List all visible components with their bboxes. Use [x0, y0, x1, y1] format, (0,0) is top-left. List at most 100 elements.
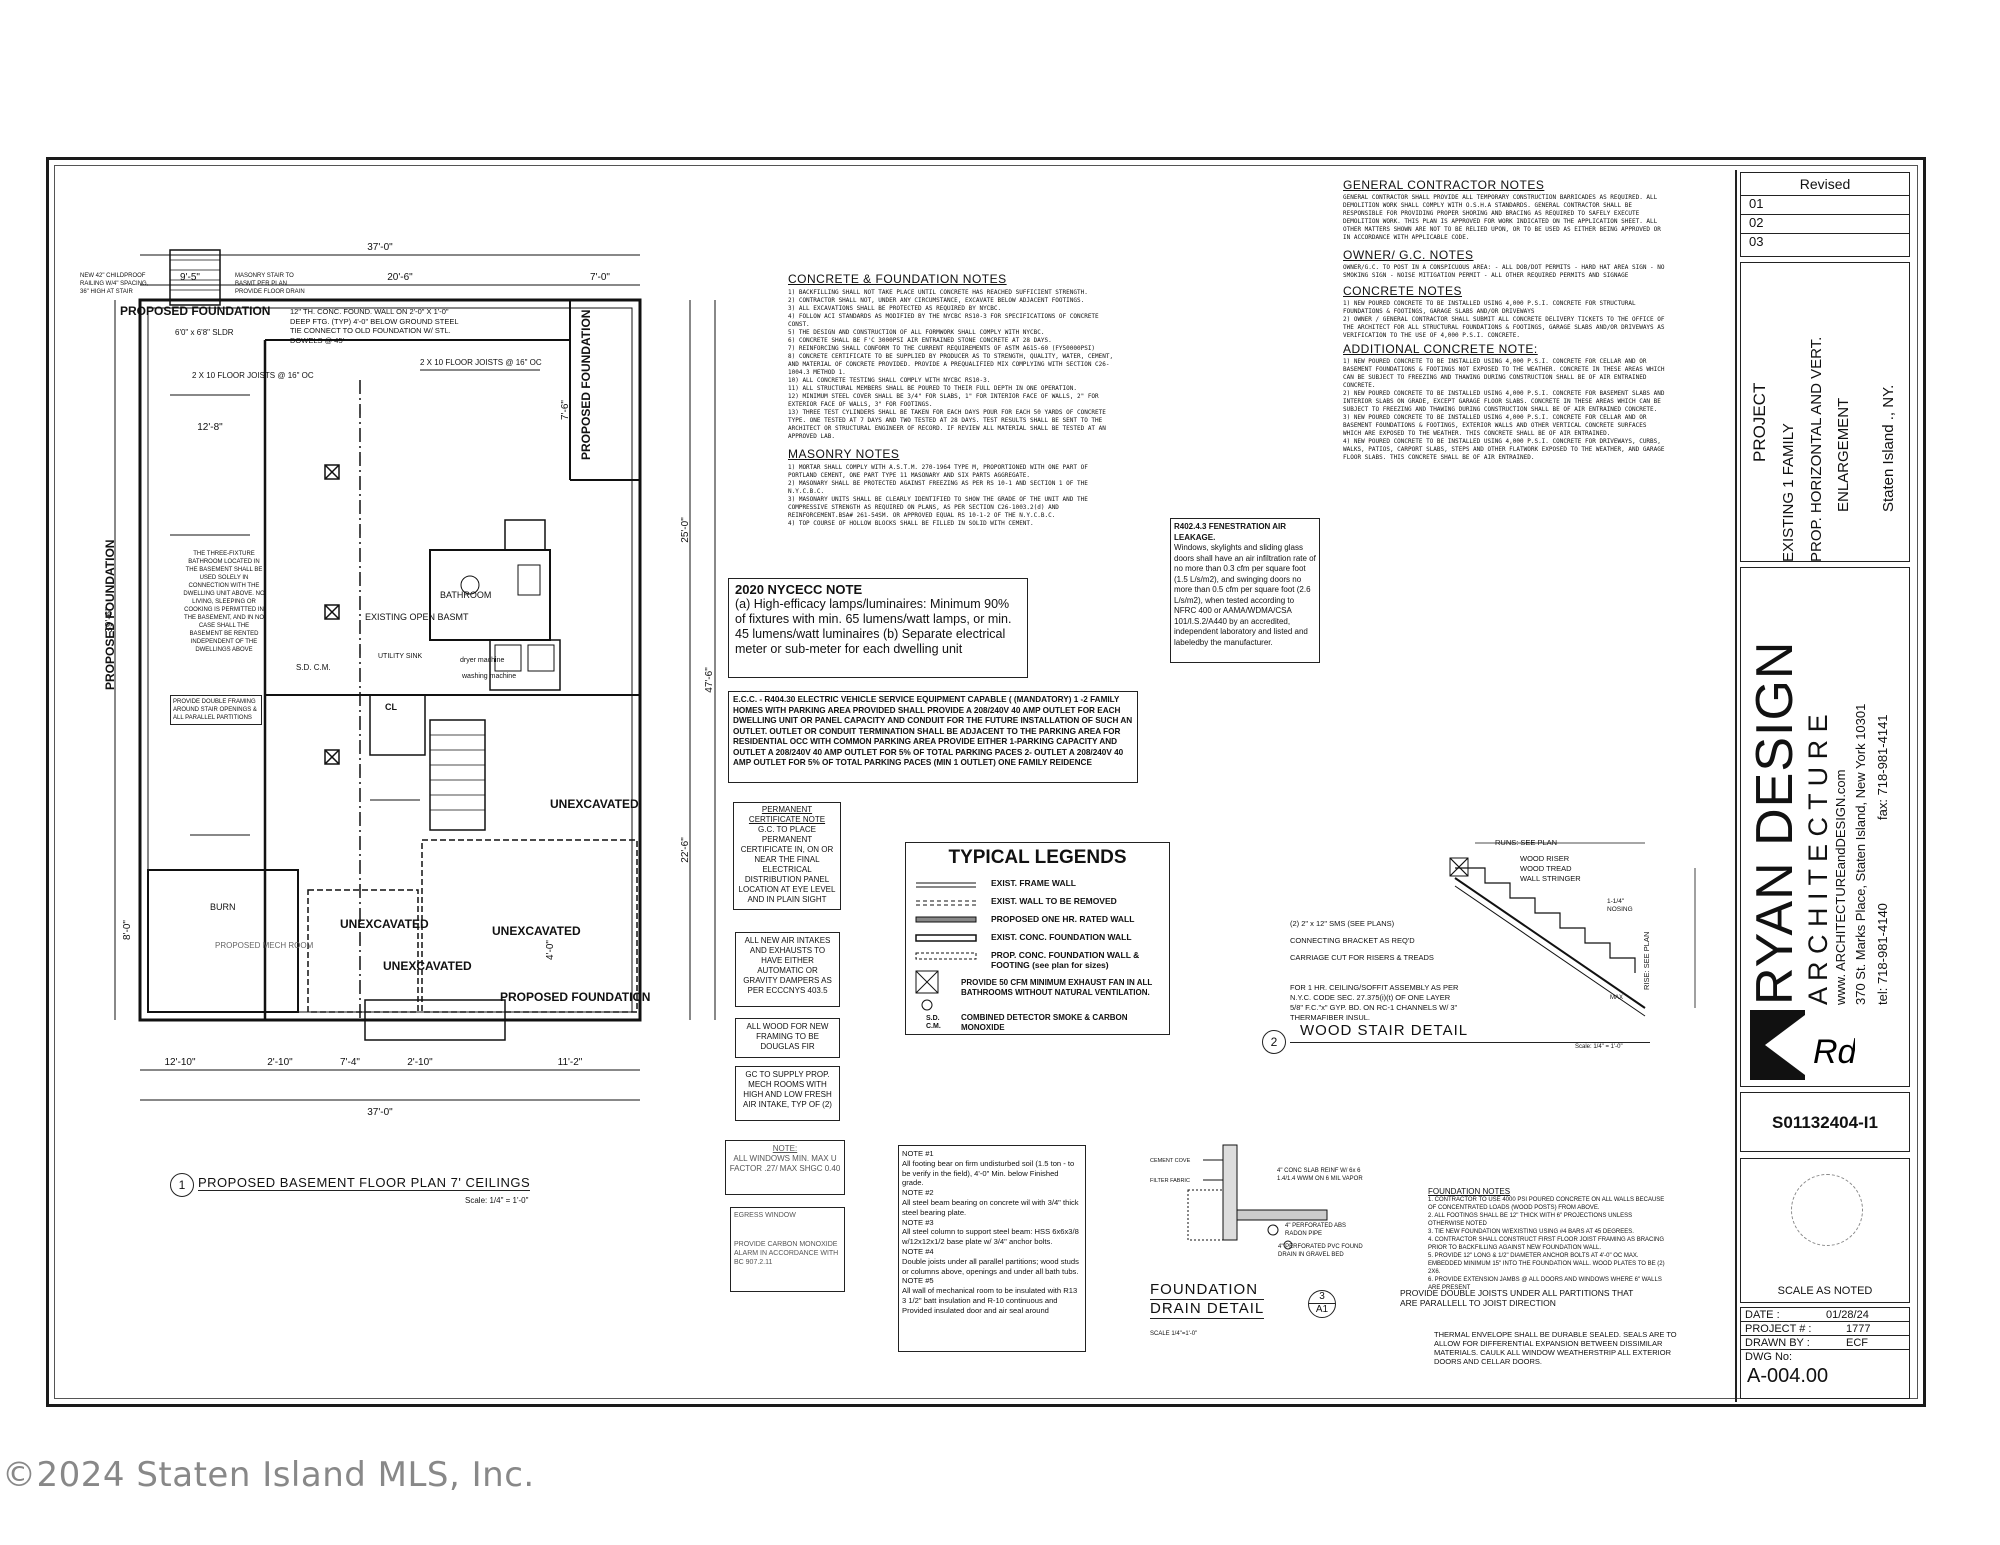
dim-bottom-1: 12'-10": [164, 1057, 195, 1068]
plan-title: PROPOSED BASEMENT FLOOR PLAN 7' CEILINGS: [198, 1175, 531, 1191]
stair-wood-tread: WOOD TREAD: [1520, 864, 1572, 873]
dim-side-25-0: 25'-0": [680, 517, 691, 543]
list-item: 2) NEW POURED CONCRETE TO BE INSTALLED U…: [1343, 390, 1665, 413]
project-no-label: PROJECT # :: [1745, 1323, 1812, 1335]
evse-note: E.C.C. - R404.30 ELECTRIC VEHICLE SERVIC…: [728, 691, 1138, 783]
stair-detail-title: WOOD STAIR DETAIL: [1300, 1022, 1469, 1039]
drawn-by-value: ECF: [1846, 1337, 1868, 1349]
scale-as-noted: SCALE AS NOTED: [1777, 1285, 1873, 1297]
stair-bracket: CONNECTING BRACKET AS REQ'D: [1290, 936, 1415, 945]
fenestration-note: R402.4.3 FENESTRATION AIR LEAKAGE. Windo…: [1170, 518, 1320, 663]
masonry-notes-list: 1) MORTAR SHALL COMPLY WITH A.S.T.M. 270…: [788, 464, 1116, 528]
stair-wood-riser: WOOD RISER: [1520, 854, 1570, 863]
label-unexcavated-3: UNEXCAVATED: [492, 924, 581, 938]
label-existing-open-basmt: EXISTING OPEN BASMT: [365, 612, 469, 622]
rev-row: 01: [1741, 196, 1909, 215]
firm-name: RYAN DESIGN: [1746, 640, 1804, 1006]
dim-top-total: 37'-0": [367, 242, 393, 253]
firm-fax: fax: 718-981-4141: [1875, 714, 1890, 820]
legend-item: PROP. CONC. FOUNDATION WALL & FOOTING (s…: [991, 950, 1140, 970]
project-line-3: ENLARGEMENT: [1835, 397, 1852, 512]
stair-stringers: (2) 2" x 12" SMS (SEE PLANS): [1290, 919, 1395, 928]
legend-item-exhaust: PROVIDE 50 CFM MINIMUM EXHAUST FAN IN AL…: [961, 978, 1153, 997]
label-utility-sink: UTILITY SINK: [378, 653, 423, 660]
revised-heading: Revised: [1741, 173, 1909, 196]
nycecc-heading: 2020 NYCECC NOTE: [735, 582, 863, 597]
additional-concrete-list: 1) NEW POURED CONCRETE TO BE INSTALLED U…: [1343, 358, 1668, 462]
list-item: 3) NEW POURED CONCRETE TO BE INSTALLED U…: [1343, 414, 1647, 437]
gc-notes-block: GENERAL CONTRACTOR NOTES GENERAL CONTRAC…: [1343, 178, 1668, 462]
drain-scale: SCALE 1/4"=1'-0": [1150, 1331, 1198, 1337]
seal-box: SCALE AS NOTED: [1740, 1158, 1910, 1303]
label-cl: CL: [385, 702, 397, 712]
dim-top-left: 9'-5": [180, 272, 200, 283]
drain-ref-top: 3: [1319, 1291, 1325, 1302]
fenestration-heading: R402.4.3 FENESTRATION AIR LEAKAGE.: [1174, 522, 1287, 542]
typical-legends: TYPICAL LEGENDS EXIST. FRAME WALL EXIST.…: [905, 842, 1170, 1035]
list-item: 3) MASONARY UNITS SHALL BE CLEARLY IDENT…: [788, 496, 1088, 519]
dim-bottom-2: 2'-10": [267, 1057, 293, 1068]
list-item: 8) CONCRETE CERTIFICATE TO BE SUPPLIED B…: [788, 353, 1114, 376]
list-item: 7) REINFORCING SHALL CONFORM TO THE CURR…: [788, 345, 1096, 352]
label-unexcavated-4: UNEXCAVATED: [383, 959, 472, 973]
drain-detail-ref: 3 A1: [1308, 1290, 1336, 1318]
structural-notes: NOTE #1 All footing bear on firm undistu…: [898, 1145, 1086, 1352]
list-item: NOTE #5: [902, 1276, 934, 1286]
architect-seal-icon: [1791, 1174, 1863, 1246]
list-item: NOTE #1: [902, 1149, 934, 1158]
project-label: PROJECT: [1750, 382, 1769, 462]
list-item: 5) THE DESIGN AND CONSTRUCTION OF ALL FO…: [788, 329, 1045, 336]
windows-note: NOTE: ALL WINDOWS MIN. MAX U FACTOR .27/…: [725, 1140, 845, 1195]
legends-title: TYPICAL LEGENDS: [948, 847, 1127, 868]
list-item: 3) ALL EXCAVATIONS SHALL BE PROTECTED AS…: [788, 305, 1002, 312]
windows-note-text: ALL WINDOWS MIN. MAX U FACTOR .27/ MAX S…: [729, 1154, 841, 1173]
dim-top-right: 7'-0": [590, 272, 610, 283]
double-framing-note: PROVIDE DOUBLE FRAMING AROUND STAIR OPEN…: [170, 695, 262, 725]
firm-website: www. ARCHITECTUREandDESIGN.com: [1833, 769, 1848, 1006]
list-item: 2. ALL FOOTINGS SHALL BE 12" THICK WITH …: [1428, 1213, 1633, 1227]
stair-fire-rating: FOR 1 HR. CEILING/SOFFIT ASSEMBLY AS PER…: [1290, 983, 1459, 1022]
date-row: DATE : 01/28/24: [1741, 1308, 1909, 1322]
concrete-notes2-list: 1) NEW POURED CONCRETE TO BE INSTALLED U…: [1343, 300, 1668, 340]
additional-concrete-heading: ADDITIONAL CONCRETE NOTE:: [1343, 342, 1538, 356]
gc-notes-text: GENERAL CONTRACTOR SHALL PROVIDE ALL TEM…: [1343, 194, 1661, 241]
location-wrap: Staten Island ., NY.: [1880, 385, 2000, 529]
foundation-notes-heading: FOUNDATION NOTES: [1428, 1187, 1511, 1196]
list-item: 2) MASONARY SHALL BE PROTECTED AGAINST F…: [788, 480, 1088, 495]
list-item: 11) ALL STRUCTURAL MEMBERS SHALL BE POUR…: [788, 385, 1077, 392]
list-item: 1. CONTRACTOR TO USE 4000 PSI POURED CON…: [1428, 1197, 1665, 1211]
list-item: 1) BACKFILLING SHALL NOT TAKE PLACE UNTI…: [788, 289, 1088, 296]
nycecc-note: 2020 NYCECC NOTE (a) High-efficacy lamps…: [728, 578, 1028, 678]
foundation-notes: FOUNDATION NOTES 1. CONTRACTOR TO USE 40…: [1428, 1187, 1668, 1292]
mls-watermark: ©2024 Staten Island MLS, Inc.: [2, 1455, 535, 1495]
list-item: 10) ALL CONCRETE TESTING SHALL COMPLY WI…: [788, 377, 991, 384]
label-proposed-foundation-bottom: PROPOSED FOUNDATION: [500, 990, 650, 1004]
permit-box: S01132404-I1: [1740, 1092, 1910, 1152]
list-item: 6. PROVIDE EXTENSION JAMBS @ ALL DOORS A…: [1428, 1277, 1662, 1291]
list-item: All footing bear on firm undisturbed soi…: [902, 1158, 1075, 1188]
foundation-outline: [138, 298, 642, 1022]
label-proposed-foundation-top: PROPOSED FOUNDATION: [120, 304, 270, 318]
gc-notes-heading: GENERAL CONTRACTOR NOTES: [1343, 178, 1545, 192]
label-unexcavated-2: UNEXCAVATED: [340, 917, 429, 931]
concrete-notes-heading: CONCRETE & FOUNDATION NOTES: [788, 272, 1007, 286]
label-floor-joists-2: 2 X 10 FLOOR JOISTS @ 16" OC: [420, 358, 542, 367]
label-proposed-foundation-right: PROPOSED FOUNDATION: [579, 310, 593, 460]
stair-max: MAX: [1610, 995, 1624, 1001]
list-item: NOTE #3: [902, 1217, 934, 1227]
masonry-notes-heading: MASONRY NOTES: [788, 447, 900, 461]
firm-box: [1740, 567, 1910, 1087]
basement-floor-plan: 37'-0" 9'-5" 20'-6" 7'-0" 12'-8" 12'-10"…: [103, 242, 716, 1118]
drain-ref-bot: A1: [1309, 1303, 1335, 1316]
dwg-no-value: A-004.00: [1747, 1365, 1829, 1387]
legend-item: EXIST. CONC. FOUNDATION WALL: [991, 932, 1132, 942]
label-washer: washing machine: [461, 673, 516, 680]
windows-note-heading: NOTE:: [772, 1144, 798, 1153]
date-label: DATE :: [1745, 1309, 1780, 1321]
list-item: 1) MORTAR SHALL COMPLY WITH A.S.T.M. 270…: [788, 464, 1088, 479]
perm-cert-heading: PERMANENT CERTIFICATE NOTE: [748, 805, 826, 824]
dim-left-12-8: 12'-8": [197, 422, 223, 433]
legend-item: EXIST. WALL TO BE REMOVED: [991, 896, 1117, 906]
label-dryer: dryer machine: [460, 657, 504, 664]
list-item: 1) NEW POURED CONCRETE TO BE INSTALLED U…: [1343, 300, 1636, 315]
